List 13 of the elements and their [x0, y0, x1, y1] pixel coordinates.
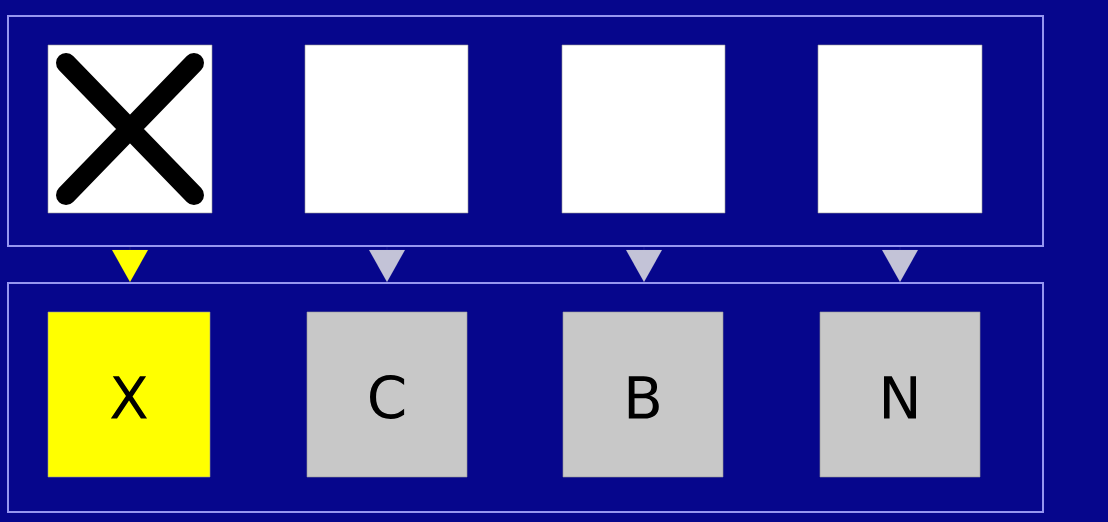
square-box: [304, 44, 469, 214]
key-box: B: [562, 311, 724, 478]
key-box: C: [306, 311, 468, 478]
panel: [7, 15, 1044, 247]
arrow: [626, 246, 662, 282]
panel: [7, 282, 1044, 513]
square-box: [817, 44, 983, 214]
arrow: [369, 246, 405, 282]
key-box: X: [47, 311, 211, 478]
arrow: [882, 246, 918, 282]
arrow: [112, 246, 148, 282]
square-box: [561, 44, 726, 214]
key-box: N: [819, 311, 981, 478]
